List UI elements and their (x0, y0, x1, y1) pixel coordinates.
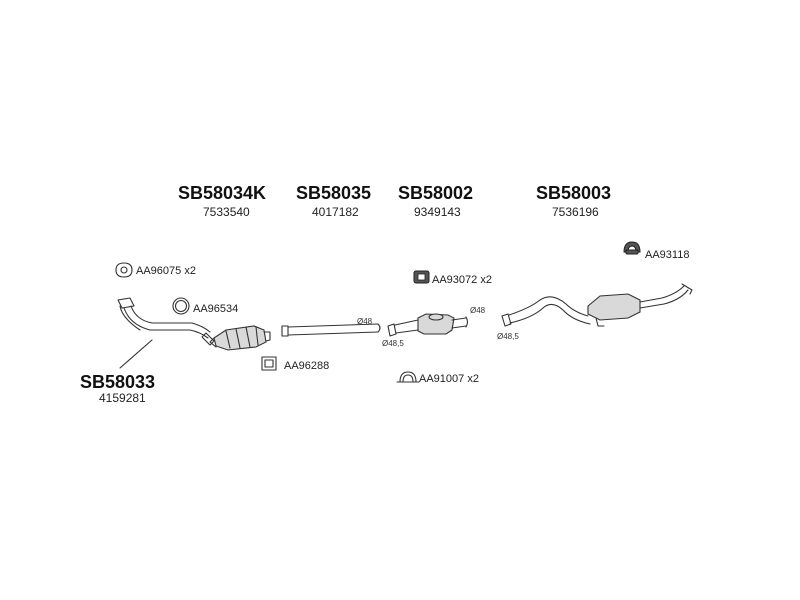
rubber-mount-aa93072-icon (413, 270, 430, 284)
diameter-label-pipe-inlet: Ø48 (357, 317, 373, 326)
part-code-sb58003: SB58003 (536, 183, 612, 203)
accessory-label-aa96075: AA96075 x2 (136, 265, 196, 277)
diameter-label-pipe-outlet: Ø48,5 (382, 339, 404, 348)
accessory-label-aa93118: AA93118 (645, 249, 690, 261)
part-code-sb58034k: SB58034K (178, 183, 267, 203)
part-ref-sb58033: 4159281 (99, 391, 146, 405)
leader-line-sb58033 (119, 339, 153, 369)
accessory-label-aa96534: AA96534 (193, 303, 239, 315)
square-gasket-aa96288-icon (261, 356, 277, 371)
u-clamp-aa91007-icon (396, 371, 420, 383)
part-code-sb58035: SB58035 (296, 183, 372, 203)
part-code-sb58033: SB58033 (80, 372, 156, 392)
part-ref-sb58035: 4017182 (312, 205, 359, 219)
middle-silencer-sb58002 (387, 313, 469, 337)
part-ref-sb58034k: 7533540 (203, 205, 250, 219)
diameter-label-rear-inlet: Ø48,5 (497, 332, 519, 341)
accessory-label-aa96288: AA96288 (284, 360, 330, 372)
part-ref-sb58002: 9349143 (414, 205, 461, 219)
accessory-label-aa93072: AA93072 x2 (432, 274, 492, 286)
catalytic-converter-sb58034k (209, 325, 271, 351)
front-downpipe-sb58033 (117, 297, 215, 346)
diameter-label-middle-box: Ø48 (470, 306, 486, 315)
rear-silencer-sb58003 (501, 283, 693, 327)
ring-gasket-aa96534-icon (172, 297, 190, 315)
rubber-hanger-aa93118-icon (623, 241, 641, 255)
intermediate-pipe-sb58035 (281, 323, 381, 337)
part-ref-sb58003: 7536196 (552, 205, 599, 219)
accessory-label-aa91007: AA91007 x2 (419, 373, 479, 385)
gasket-aa96075-icon (115, 262, 133, 278)
part-code-sb58002: SB58002 (398, 183, 474, 203)
